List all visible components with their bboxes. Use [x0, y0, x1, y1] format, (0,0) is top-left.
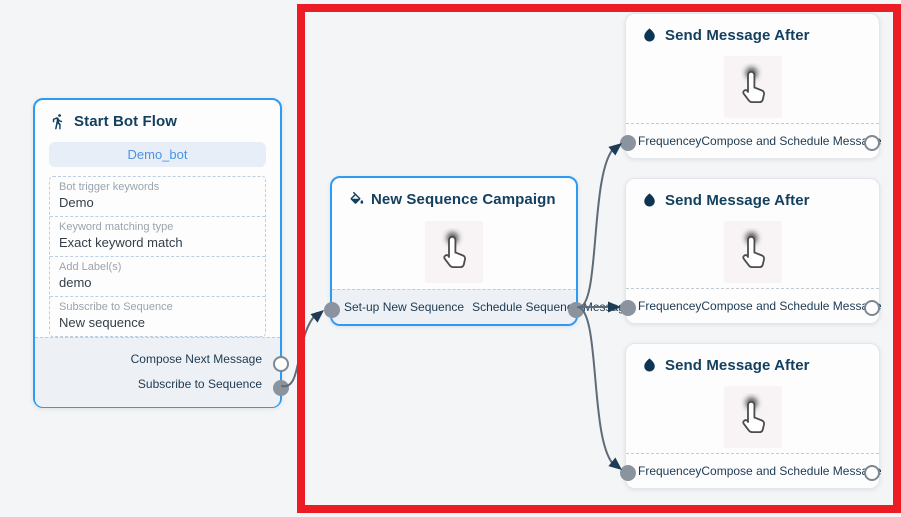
node-title: Send Message After	[665, 357, 810, 374]
footer-label-compose-and-schedule: Compose and Schedule Message	[701, 464, 882, 478]
input-port-frequency[interactable]	[620, 300, 636, 316]
send-node-footer: Frequencey Compose and Schedule Message	[626, 453, 882, 488]
edge-campaign-to-send-1	[577, 146, 616, 308]
bot-name-badge[interactable]: Demo_bot	[49, 142, 266, 167]
node-body	[626, 215, 879, 288]
send-node-footer: Frequencey Compose and Schedule Message	[626, 288, 882, 323]
node-start-bot-flow[interactable]: Start Bot Flow Demo_bot Bot trigger keyw…	[33, 98, 289, 408]
field-label: Bot trigger keywords	[59, 181, 160, 193]
field-value: demo	[59, 275, 92, 290]
tap-hand-icon	[741, 66, 765, 103]
input-port-frequency[interactable]	[620, 465, 636, 481]
node-title: New Sequence Campaign	[371, 191, 556, 208]
field-label: Add Label(s)	[59, 261, 122, 273]
input-port-frequency[interactable]	[620, 135, 636, 151]
field-label: Subscribe to Sequence	[59, 301, 173, 313]
field-add-labels[interactable]: Add Label(s) demo	[50, 257, 265, 297]
configure-click-area[interactable]	[425, 220, 483, 283]
field-subscribe-to-sequence[interactable]: Subscribe to Sequence New sequence	[50, 297, 265, 336]
node-body	[626, 380, 879, 453]
output-port-compose-and-schedule[interactable]	[864, 135, 880, 151]
water-droplet-icon	[644, 28, 655, 42]
node-send-message-after-3[interactable]: Send Message After Frequencey Compose an…	[620, 343, 882, 489]
footer-label-setup-new-sequence: Set-up New Sequence	[344, 300, 465, 314]
tap-hand-icon	[443, 231, 466, 268]
output-port-campaign[interactable]	[568, 302, 584, 318]
field-value: Demo	[59, 195, 94, 210]
water-droplet-icon	[644, 358, 655, 372]
output-port-compose-next-message[interactable]	[273, 356, 289, 372]
start-node-footer: Compose Next Message Subscribe to Sequen…	[35, 337, 280, 407]
node-header: Send Message After	[626, 344, 879, 380]
node-header: Send Message After	[626, 179, 879, 215]
field-value: Exact keyword match	[59, 235, 183, 250]
walking-person-icon	[52, 114, 63, 130]
output-port-compose-and-schedule[interactable]	[864, 300, 880, 316]
node-title: Send Message After	[665, 192, 810, 209]
footer-label-compose-and-schedule: Compose and Schedule Message	[701, 299, 882, 313]
field-bot-trigger-keywords[interactable]: Bot trigger keywords Demo	[50, 177, 265, 217]
node-body	[626, 50, 879, 123]
tap-hand-icon	[741, 396, 765, 433]
output-row-subscribe-to-sequence: Subscribe to Sequence	[137, 377, 262, 391]
node-body	[332, 214, 576, 289]
configure-click-area[interactable]	[723, 55, 782, 118]
send-node-footer: Frequencey Compose and Schedule Message	[626, 123, 882, 158]
node-send-message-after-2[interactable]: Send Message After Frequencey Compose an…	[620, 178, 882, 324]
start-fields: Bot trigger keywords Demo Keyword matchi…	[49, 176, 266, 337]
edge-campaign-to-send-3	[577, 306, 616, 467]
node-header: Start Bot Flow	[35, 100, 280, 136]
field-label: Keyword matching type	[59, 221, 174, 233]
output-port-compose-and-schedule[interactable]	[864, 465, 880, 481]
campaign-footer: Set-up New Sequence Schedule Sequence Me…	[332, 289, 632, 324]
field-value: New sequence	[59, 315, 145, 330]
configure-click-area[interactable]	[723, 385, 782, 448]
output-port-subscribe-to-sequence[interactable]	[273, 380, 289, 396]
input-port-campaign[interactable]	[324, 302, 340, 318]
node-send-message-after-1[interactable]: Send Message After Frequencey Compose an…	[620, 13, 882, 159]
footer-label-frequency: Frequencey	[638, 134, 702, 148]
field-keyword-matching-type[interactable]: Keyword matching type Exact keyword matc…	[50, 217, 265, 257]
water-droplet-icon	[644, 193, 655, 207]
paint-bucket-icon	[350, 191, 364, 204]
node-header: Send Message After	[626, 14, 879, 50]
tap-hand-icon	[741, 231, 765, 268]
footer-label-schedule-sequence-message: Schedule Sequence Message	[472, 300, 632, 314]
output-row-compose-next-message: Compose Next Message	[130, 352, 262, 366]
footer-label-frequency: Frequencey	[638, 299, 702, 313]
node-title: Start Bot Flow	[74, 113, 178, 130]
footer-label-compose-and-schedule: Compose and Schedule Message	[701, 134, 882, 148]
footer-label-frequency: Frequencey	[638, 464, 702, 478]
node-header: New Sequence Campaign	[332, 178, 576, 214]
node-new-sequence-campaign[interactable]: New Sequence Campaign Set-up New Sequenc…	[324, 176, 632, 326]
configure-click-area[interactable]	[723, 220, 782, 283]
node-title: Send Message After	[665, 27, 810, 44]
edge-start-to-campaign	[281, 312, 318, 388]
